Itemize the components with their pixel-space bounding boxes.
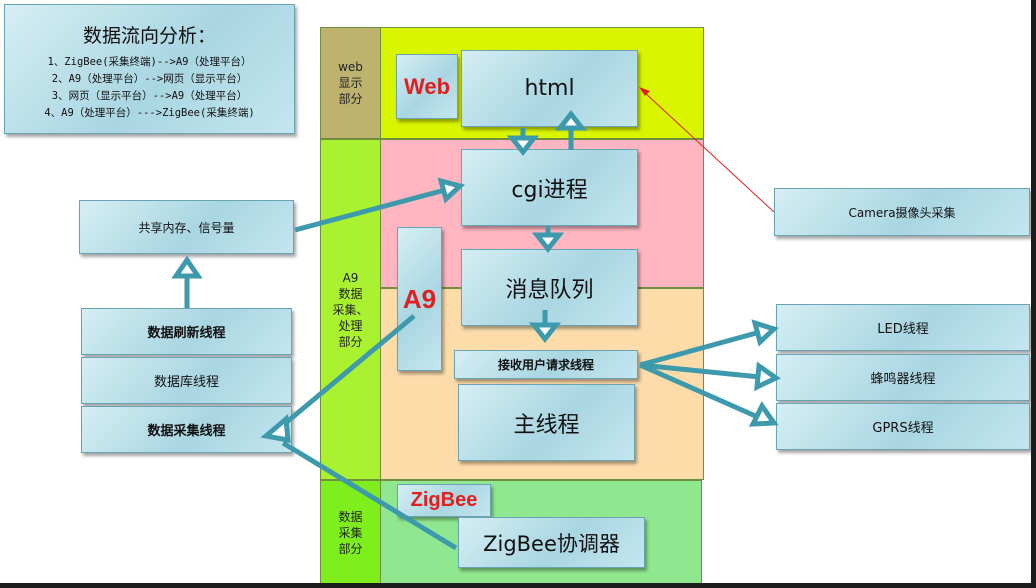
receive-request-thread-box: 接收用户请求线程 <box>454 350 638 379</box>
arrow-a9-to-collect <box>280 314 416 428</box>
arrow-camera-to-html <box>643 91 775 213</box>
analysis-line: 4、A9（处理平台）--->ZigBee(采集终端) <box>44 107 255 119</box>
camera-box: Camera摄像头采集 <box>774 188 1030 236</box>
arrowhead <box>748 401 779 427</box>
gprs-thread-box: GPRS线程 <box>776 403 1030 450</box>
analysis-line: 2、A9（处理平台）-->网页（显示平台） <box>51 73 248 85</box>
arrowhead <box>171 255 203 279</box>
data-flow-analysis-box: 数据流向分析： 1、ZigBee(采集终端)-->A9（处理平台） 2、A9（处… <box>4 4 295 134</box>
web-layer-label: web 显示 部分 <box>320 27 381 139</box>
analysis-line: 1、ZigBee(采集终端)-->A9（处理平台） <box>47 56 252 68</box>
analysis-title: 数据流向分析： <box>82 25 216 47</box>
led-thread-box: LED线程 <box>776 304 1030 351</box>
data-refresh-thread-box: 数据刷新线程 <box>81 308 292 355</box>
arrowhead <box>751 319 779 347</box>
html-box: html <box>461 50 638 127</box>
arrowhead <box>437 177 466 204</box>
shared-memory-box: 共享内存、信号量 <box>79 200 294 254</box>
frame-bottom <box>0 583 1036 588</box>
zigbee-tag: ZigBee <box>397 484 491 517</box>
arrowhead <box>554 109 588 131</box>
frame-right <box>1031 0 1036 588</box>
cgi-process-box: cgi进程 <box>461 149 638 226</box>
a9-tag: A9 <box>397 227 442 371</box>
arrowhead <box>754 361 781 392</box>
analysis-line: 3、网页（显示平台）-->A9（处理平台） <box>51 90 248 102</box>
arrowhead <box>260 413 291 444</box>
arrow-recv-to-led <box>639 329 761 368</box>
buzzer-thread-box: 蜂鸣器线程 <box>776 354 1030 401</box>
arrow-shm-to-cgi <box>294 187 446 233</box>
arrowhead <box>528 322 562 344</box>
data-layer-label: 数据 采集 部分 <box>320 480 381 586</box>
main-thread-box: 主线程 <box>458 384 635 461</box>
arrowhead <box>506 135 540 157</box>
arrow-recv-to-gprs <box>638 362 762 421</box>
message-queue-box: 消息队列 <box>461 249 638 326</box>
data-collect-thread-box: 数据采集线程 <box>81 406 292 453</box>
arrowhead <box>639 87 650 96</box>
web-tag: Web <box>396 54 458 119</box>
zigbee-coordinator-box: ZigBee协调器 <box>458 517 645 568</box>
arrow-coordinator-to-collect <box>281 440 458 551</box>
database-thread-box: 数据库线程 <box>81 357 292 404</box>
arrow-recv-to-buzzer <box>639 362 761 380</box>
arrowhead <box>531 232 565 254</box>
a9-layer-label: A9 数据 采集、 处理 部分 <box>320 139 381 480</box>
